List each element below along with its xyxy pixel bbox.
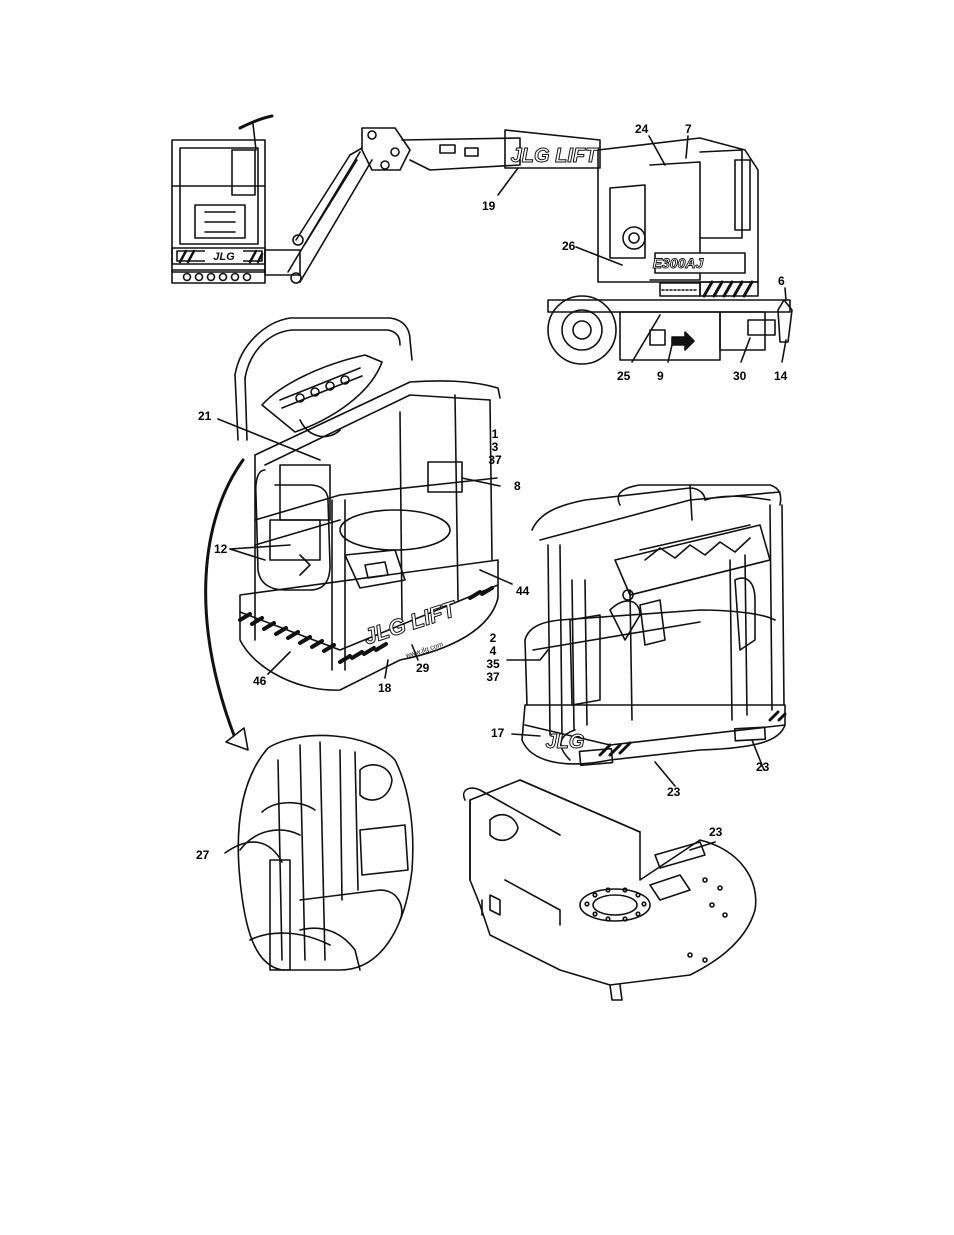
detail-arrow (204, 458, 249, 751)
callout-4: 4 (489, 644, 497, 658)
callout-19: 19 (482, 199, 496, 213)
callout-12: 12 (214, 542, 228, 556)
platform-front-view: JLG LIFT www.jlg.com (217, 317, 513, 691)
model-decal: E300AJ (652, 255, 705, 272)
callout-46: 46 (253, 674, 267, 688)
callout-9: 9 (657, 369, 664, 383)
detail-view (224, 734, 414, 971)
callout-14: 14 (774, 369, 788, 383)
callout-6: 6 (778, 274, 785, 288)
boom-logo-decal: JLG LIFT (510, 145, 599, 168)
callout-26: 26 (562, 239, 576, 253)
basket-rear-logo-decal: JLG (545, 731, 585, 754)
callout-23: 23 (756, 760, 770, 774)
side-logo-decal: JLG (205, 250, 243, 263)
callout-3: 3 (491, 440, 499, 454)
machine-side-view: JLG JLG LIFT E300AJ (171, 114, 793, 365)
callout-18: 18 (378, 681, 392, 695)
svg-text:JLG LIFT: JLG LIFT (511, 145, 599, 167)
callout-24: 24 (635, 122, 649, 136)
platform-rear-view: JLG (506, 484, 787, 787)
callout-25: 25 (617, 369, 631, 383)
callout-21: 21 (198, 409, 212, 423)
callout-44: 44 (516, 584, 530, 598)
svg-text:JLG: JLG (213, 251, 235, 263)
callout-23: 23 (667, 785, 681, 799)
callout-30: 30 (733, 369, 747, 383)
svg-text:JLG LIFT: JLG LIFT (360, 596, 460, 650)
callout-stack-1-3-37: 1 3 37 (483, 428, 507, 467)
callout-17: 17 (491, 726, 505, 740)
svg-text:www.jlg.com: www.jlg.com (404, 641, 444, 660)
svg-text:E300AJ: E300AJ (653, 255, 705, 271)
callout-1: 1 (491, 427, 499, 441)
callout-7: 7 (685, 122, 692, 136)
svg-text:JLG: JLG (546, 731, 585, 753)
callout-35: 35 (486, 657, 500, 671)
callout-2: 2 (489, 631, 497, 645)
callout-37: 37 (486, 670, 500, 684)
callout-23: 23 (709, 825, 723, 839)
callout-27: 27 (196, 848, 210, 862)
callout-29: 29 (416, 661, 430, 675)
callout-8: 8 (514, 479, 521, 493)
callout-stack-2-4-35-37: 2 4 35 37 (481, 632, 505, 684)
callout-37: 37 (488, 453, 502, 467)
turntable-plate-view (462, 779, 757, 1001)
